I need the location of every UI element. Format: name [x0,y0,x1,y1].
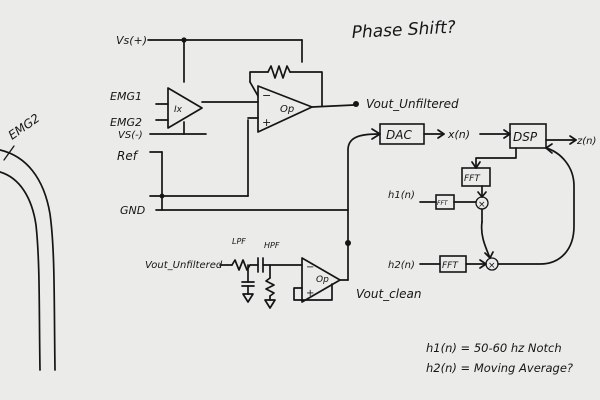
opamp-top-label: Op [280,104,294,115]
inamp-label: Ix [174,105,183,115]
note-h1: h1(n) = 50-60 hz Notch [426,341,562,355]
dsp-label: DSP [513,130,538,144]
label-emg1: EMG1 [110,90,142,103]
fft-x-block [461,167,491,187]
dsp-block [509,123,547,149]
electrode-sketch [0,145,56,371]
clean-signal-route [345,128,381,281]
multiplier-2-symbol: × [488,261,496,271]
label-gnd: GND [120,204,145,217]
lpf-label: LPF [232,237,246,246]
vout-unfiltered-label: Vout_Unfiltered [366,97,459,111]
power-wiring [147,37,349,211]
z-n-label: z(n) [576,136,596,147]
opamp-filter-minus: − [306,262,314,273]
dac-label: DAC [386,128,412,142]
dsp-feedback-loop [497,147,575,265]
opamp-filter-plus: + [306,288,314,299]
h2-label: h2(n) [388,260,415,271]
opamp-filter-label: Op [316,275,329,285]
x-n-label: x(n) [447,128,470,141]
electrode-label: EMG2 [6,111,43,142]
hpf-label: HPF [264,241,280,250]
filter-circuit [219,257,349,309]
opamp-top-plus: + [262,116,271,129]
x-fft-route [471,147,517,169]
instrumentation-amplifier [167,87,203,129]
vout-unfiltered-input-label: Vout_Unfiltered [145,260,223,271]
diagram-title: Phase Shift? [351,18,456,43]
label-vs-neg: VS(-) [118,130,143,141]
h1-label: h1(n) [388,190,415,201]
fft-h2-label: FFT [442,261,459,271]
label-ref: Ref [117,149,139,163]
fft-x-label: FFT [464,174,481,184]
opamp-top-minus: − [262,89,271,102]
output-opamp [201,65,359,133]
multiplier-1-symbol: × [478,200,486,210]
label-emg2: EMG2 [110,116,142,129]
note-h2: h2(n) = Moving Average? [426,361,573,375]
fft-h1-label: FFT [437,200,449,207]
label-vs-pos: Vs(+) [116,34,147,47]
vout-clean-label: Vout_clean [356,287,421,301]
